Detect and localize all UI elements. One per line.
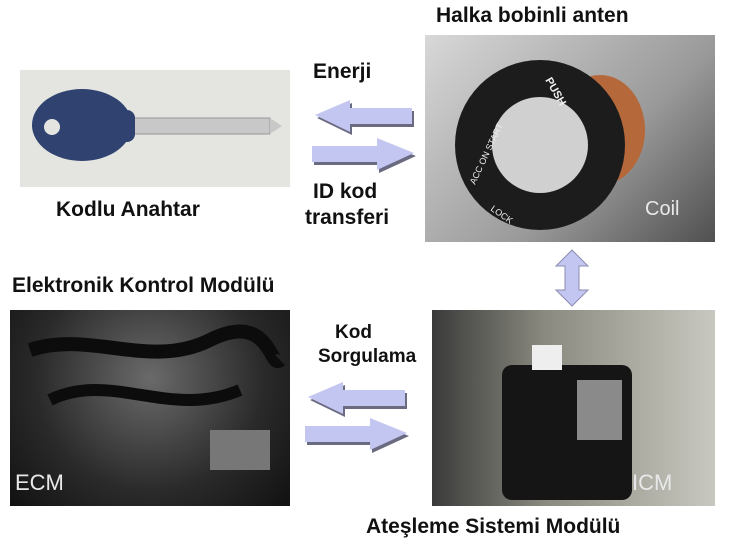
ecm-title: Elektronik Kontrol Modülü xyxy=(12,274,275,297)
icm-module-icon xyxy=(502,345,632,500)
arrow-right-query xyxy=(305,418,409,453)
id-transfer-label-2: transferi xyxy=(305,206,390,229)
arrow-left-query xyxy=(308,382,407,417)
code-query-label-2: Sorgulama xyxy=(318,346,417,367)
icm-title: Ateşleme Sistemi Modülü xyxy=(366,515,621,538)
icm-tag: ICM xyxy=(632,470,673,495)
key-label: Kodlu Anahtar xyxy=(56,198,200,221)
icm-photo: ICM xyxy=(432,310,715,506)
arrow-right-id xyxy=(312,138,416,173)
id-transfer-label-1: ID kod xyxy=(313,180,378,203)
key-photo xyxy=(20,70,290,187)
arrow-left-energy xyxy=(315,100,414,135)
ignition-ring-icon: PUSH ACC ON START LOCK xyxy=(455,60,645,230)
antenna-title: Halka bobinli anten xyxy=(436,4,629,27)
ecm-photo: ECM xyxy=(10,310,290,506)
code-query-label-1: Kod xyxy=(335,322,372,343)
coil-photo: PUSH ACC ON START LOCK Coil xyxy=(425,35,715,242)
coil-tag: Coil xyxy=(645,198,680,220)
arrow-vertical-double xyxy=(554,249,590,307)
energy-label: Enerji xyxy=(313,60,372,83)
ecm-wiring-icon xyxy=(27,324,285,470)
key-icon xyxy=(32,89,282,161)
ecm-tag: ECM xyxy=(15,470,64,495)
